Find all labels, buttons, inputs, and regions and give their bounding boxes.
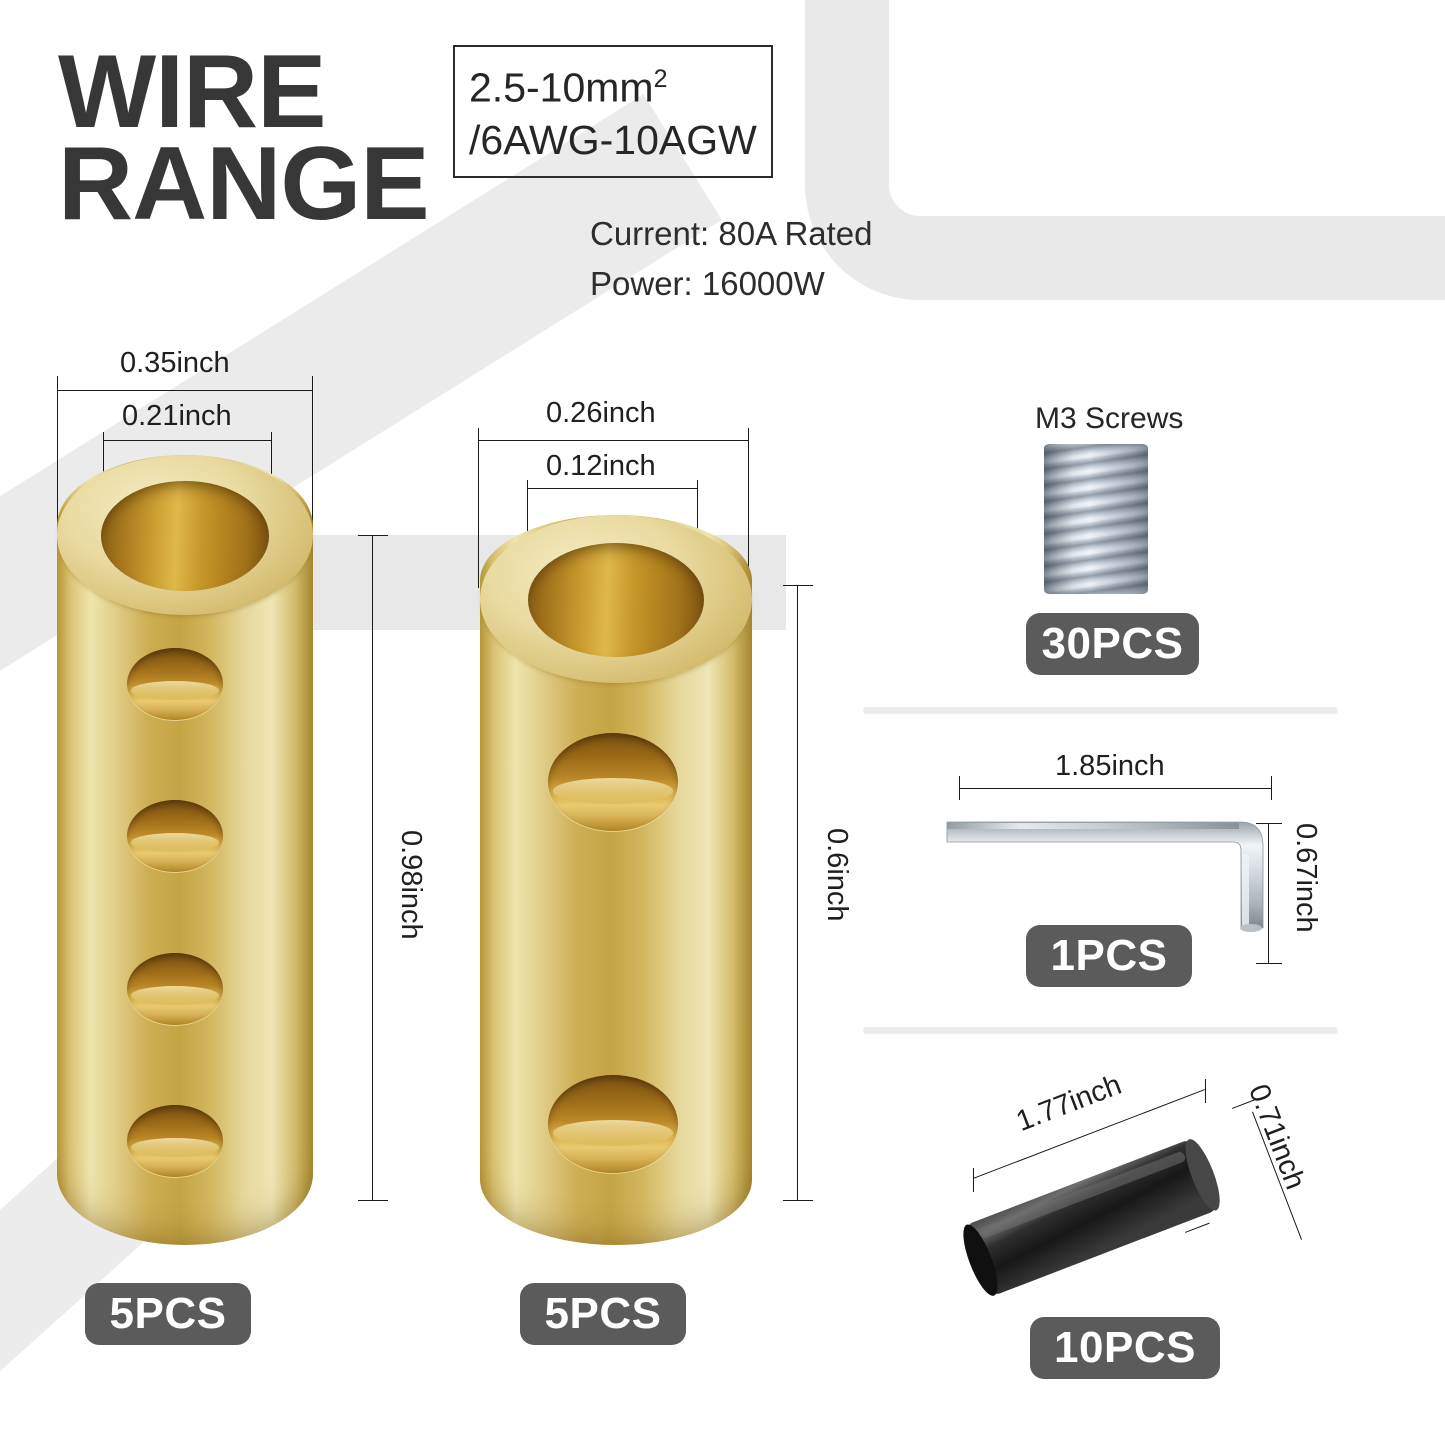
hex-key-short-arm-line [1268,823,1269,963]
large-connector-bore [101,481,269,591]
small-brass-connector [480,515,752,1245]
tube-length-tick-right [1205,1079,1206,1103]
hex-key-wrench-icon [946,821,1264,932]
header: WIRE RANGE 2.5-10mm2 /6AWG-10AGW Current… [58,26,958,306]
large-connector-id-label: 0.21inch [122,400,232,432]
large-connector-od-tick-right [312,376,313,536]
heat-shrink-tube-icon [963,1139,1220,1296]
wire-spec-mm-text: 2.5-10mm [469,64,654,111]
hex-key-length-line [959,788,1271,789]
large-connector-length-tick-top [358,535,388,536]
hex-key-length-tick-left [959,776,960,800]
hex-key-short-arm-tick-top [1256,823,1282,824]
hex-key-length-tick-right [1271,776,1272,800]
small-connector-quantity-badge: 5PCS [520,1283,686,1345]
wire-spec-awg: /6AWG-10AGW [469,116,757,163]
small-connector-id-line [527,488,697,489]
large-connector-side-hole-1 [127,648,223,720]
small-connector-od-label: 0.26inch [546,397,656,429]
tube-length-tick-left [973,1168,974,1192]
hex-key-short-arm-label: 0.67inch [1290,823,1322,933]
wire-spec-mm: 2.5-10mm2 [469,53,757,114]
large-connector-od-tick-left [57,376,58,536]
large-connector-od-line [57,390,312,391]
large-connector-side-hole-4 [127,1105,223,1177]
hex-key-length-label: 1.85inch [1055,750,1165,782]
wire-spec-box: 2.5-10mm2 /6AWG-10AGW [453,45,773,178]
small-connector-od-tick-left [478,428,479,588]
small-connector-bore [528,543,704,657]
m3-screw-icon [1044,444,1148,594]
large-connector-length-label: 0.98inch [395,830,427,940]
large-connector-od-label: 0.35inch [120,347,230,379]
background-corner-band [805,0,1445,300]
m3-screws-quantity-badge: 30PCS [1026,613,1199,675]
small-connector-length-label: 0.6inch [821,828,853,922]
m3-screws-title: M3 Screws [1035,402,1184,435]
section-divider-2 [863,1027,1338,1034]
large-connector-side-hole-2 [127,800,223,872]
small-connector-side-hole-2 [548,1075,678,1173]
wire-spec-superscript: 2 [653,65,668,93]
small-connector-side-hole-1 [548,733,678,831]
large-connector-side-hole-3 [127,953,223,1025]
m3-screw-shaft [1044,444,1148,594]
small-connector-od-line [478,440,748,441]
tube-quantity-badge: 10PCS [1030,1317,1220,1379]
hex-key-short-arm-tick-bottom [1256,963,1282,964]
small-connector-od-tick-right [748,428,749,588]
large-connector-length-tick-bottom [358,1200,388,1201]
section-divider-1 [863,707,1338,714]
header-ratings: Current: 80A Rated Power: 16000W [590,215,873,302]
small-connector-length-tick-bottom [783,1200,813,1201]
small-connector-id-label: 0.12inch [546,450,656,482]
small-connector-length-tick-top [783,585,813,586]
hex-key-quantity-badge: 1PCS [1026,925,1192,987]
large-connector-length-line [372,535,373,1200]
page-title: WIRE RANGE [58,34,430,242]
large-connector-id-line [103,440,271,441]
large-connector-quantity-badge: 5PCS [85,1283,251,1345]
large-brass-connector [57,455,313,1245]
small-connector-length-line [797,585,798,1200]
